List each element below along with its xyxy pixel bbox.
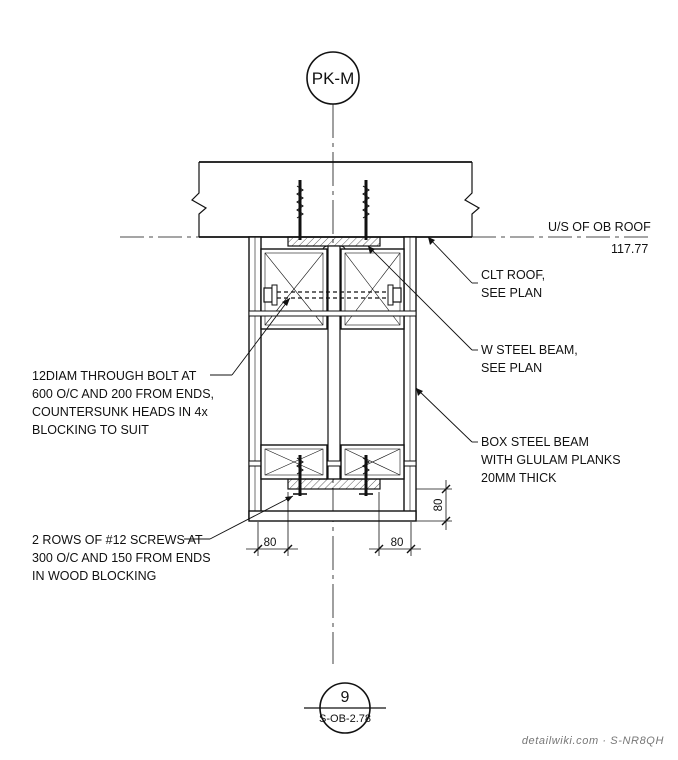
leader-bolt <box>210 297 291 376</box>
dimension-vertical: 80 <box>416 480 452 530</box>
leader-box-beam <box>415 387 478 443</box>
through-bolt <box>263 284 402 306</box>
note-screws: 2 ROWS OF #12 SCREWS AT 300 O/C AND 150 … <box>32 533 211 583</box>
leader-w-beam <box>367 245 478 351</box>
watermark: detailwiki.com · S-NR8QH <box>522 735 664 747</box>
dimension-left: 80 <box>246 492 298 556</box>
dimension-right: 80 <box>369 492 421 556</box>
roof-screw-left <box>296 180 304 240</box>
lower-screw-right <box>359 455 373 496</box>
dimension-left-label: 80 <box>264 537 277 549</box>
level-value: 117.77 <box>611 242 648 256</box>
svg-text:IN WOOD BLOCKING: IN WOOD BLOCKING <box>32 569 156 583</box>
svg-text:WITH GLULAM PLANKS: WITH GLULAM PLANKS <box>481 453 621 467</box>
leader-clt-roof <box>427 236 478 284</box>
svg-text:BOX STEEL BEAM: BOX STEEL BEAM <box>481 435 589 449</box>
w-steel-beam <box>287 236 381 490</box>
detail-number: 9 <box>341 689 350 706</box>
detail-sheet: S-OB-2.78 <box>319 713 371 725</box>
grid-bubble-label: PK-M <box>312 69 355 88</box>
svg-text:SEE PLAN: SEE PLAN <box>481 361 542 375</box>
svg-text:CLT ROOF,: CLT ROOF, <box>481 268 545 282</box>
svg-text:SEE PLAN: SEE PLAN <box>481 286 542 300</box>
level-label: U/S OF OB ROOF <box>548 220 651 234</box>
svg-text:20MM THICK: 20MM THICK <box>481 471 557 485</box>
svg-text:300 O/C AND 150 FROM ENDS: 300 O/C AND 150 FROM ENDS <box>32 551 211 565</box>
note-w-beam: W STEEL BEAM, SEE PLAN <box>481 343 578 375</box>
svg-text:BLOCKING TO SUIT: BLOCKING TO SUIT <box>32 423 149 437</box>
roof-screw-right <box>362 180 370 240</box>
note-through-bolt: 12DIAM THROUGH BOLT AT 600 O/C AND 200 F… <box>32 369 214 437</box>
dimension-vertical-label: 80 <box>433 499 445 512</box>
svg-text:12DIAM THROUGH BOLT AT: 12DIAM THROUGH BOLT AT <box>32 369 197 383</box>
grid-bubble: PK-M <box>306 51 360 105</box>
glulam-strap-upper <box>248 310 417 317</box>
svg-text:W STEEL BEAM,: W STEEL BEAM, <box>481 343 578 357</box>
lower-blocking-left <box>260 444 328 480</box>
glulam-strap-lower <box>248 460 417 467</box>
lower-screw-left <box>293 455 307 496</box>
detail-tag: 9 S-OB-2.78 <box>304 682 386 734</box>
lower-blocking-right <box>340 444 405 480</box>
svg-text:2 ROWS OF #12 SCREWS AT: 2 ROWS OF #12 SCREWS AT <box>32 533 203 547</box>
note-clt-roof: CLT ROOF, SEE PLAN <box>481 268 545 300</box>
svg-text:COUNTERSUNK HEADS IN 4x: COUNTERSUNK HEADS IN 4x <box>32 405 208 419</box>
clt-roof-slab <box>191 161 481 238</box>
svg-text:600 O/C AND 200 FROM ENDS,: 600 O/C AND 200 FROM ENDS, <box>32 387 214 401</box>
box-steel-beam <box>248 236 417 522</box>
leader-screws <box>184 495 294 540</box>
note-box-beam: BOX STEEL BEAM WITH GLULAM PLANKS 20MM T… <box>481 435 621 485</box>
dimension-right-label: 80 <box>391 537 404 549</box>
